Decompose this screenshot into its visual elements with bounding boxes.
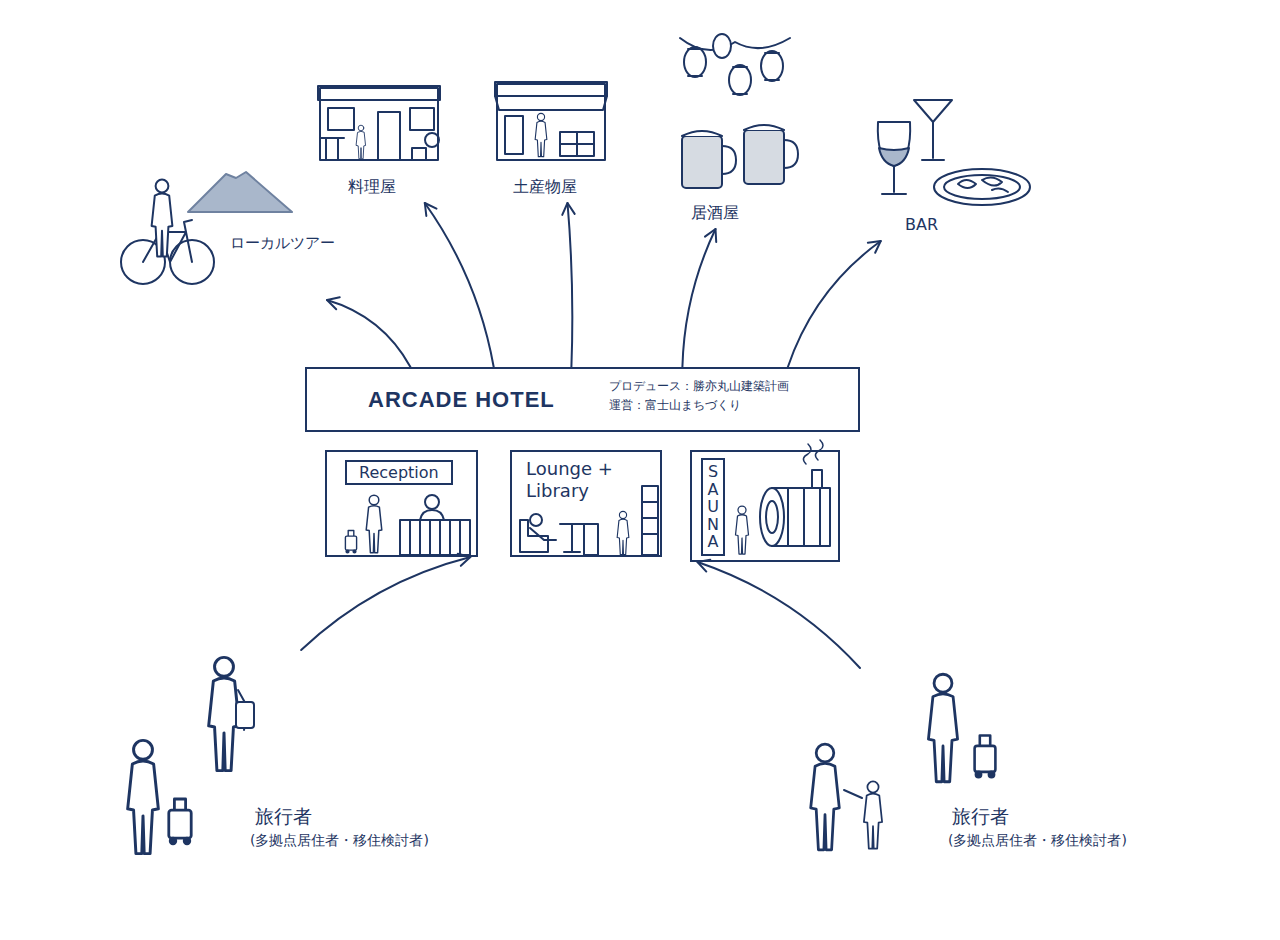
destination: 料理屋 xyxy=(310,80,450,203)
flow-arrow xyxy=(327,297,410,367)
node-label: SAUNA xyxy=(701,458,725,556)
node-label: 土産物屋 xyxy=(513,177,577,196)
flow-arrow xyxy=(698,560,861,668)
flow-arrow xyxy=(425,203,494,367)
node-label: 旅行者 xyxy=(952,805,1009,828)
traveller-group: 旅行者 (多拠点居住者・移住検討者) xyxy=(115,650,480,860)
arrow-line xyxy=(327,300,410,367)
arrow-head xyxy=(868,241,881,253)
node-label: BAR xyxy=(905,215,938,234)
node-label: Reception xyxy=(345,460,453,485)
node-sublabel: プロデュース：勝亦丸山建築計画 xyxy=(609,379,789,393)
hotel-band: ARCADE HOTEL プロデュース：勝亦丸山建築計画運営：富士山まちづくり xyxy=(305,367,860,432)
facility-box: Reception xyxy=(325,450,478,557)
facility-box: Lounge + Library xyxy=(510,450,662,557)
traveller-group: 旅行者 (多拠点居住者・移住検討者) xyxy=(800,668,1175,858)
arrow-line xyxy=(425,203,494,367)
arrow-line xyxy=(682,229,715,367)
arrow-head xyxy=(705,229,716,242)
node-sublabel: 運営：富士山まちづくり xyxy=(609,398,741,412)
node-sublabel: (多拠点居住者・移住検討者) xyxy=(250,832,429,849)
node-label: Lounge + Library xyxy=(526,458,626,501)
destination: 居酒屋 xyxy=(670,25,800,229)
flow-arrow xyxy=(788,241,881,367)
arrow-head xyxy=(425,203,437,216)
node-label: ARCADE HOTEL xyxy=(368,387,555,413)
facility-box: SAUNA xyxy=(690,450,840,562)
arrow-line xyxy=(301,557,470,650)
flow-arrow xyxy=(562,203,574,367)
node-label: 居酒屋 xyxy=(691,203,739,222)
flow-arrow xyxy=(301,554,470,650)
node-sublabel: (多拠点居住者・移住検討者) xyxy=(948,832,1127,849)
destination: ローカルツアー xyxy=(115,150,343,300)
node-label: 料理屋 xyxy=(348,177,396,196)
node-label: ローカルツアー xyxy=(230,234,335,252)
arrow-line xyxy=(788,241,881,367)
arrow-line xyxy=(698,562,861,668)
destination: BAR xyxy=(865,90,1040,241)
arrow-head xyxy=(327,297,340,309)
node-label: 旅行者 xyxy=(255,805,312,828)
destination: 土産物屋 xyxy=(490,75,615,203)
arrow-head xyxy=(562,203,574,215)
arrow-line xyxy=(568,203,573,367)
flow-arrow xyxy=(682,229,716,367)
